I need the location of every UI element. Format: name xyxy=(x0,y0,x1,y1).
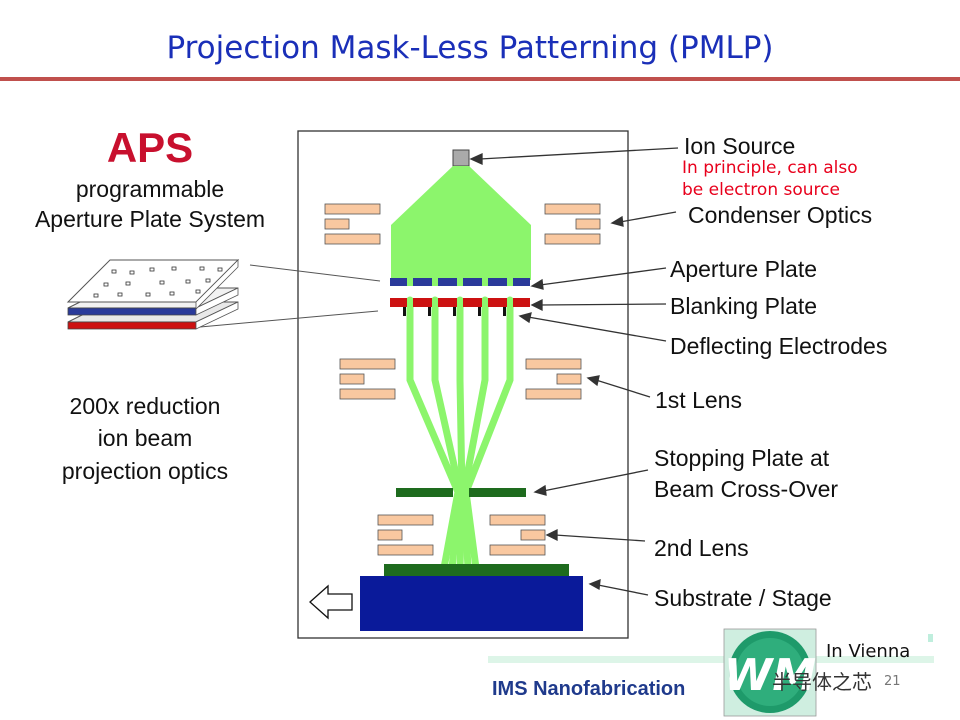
title-divider xyxy=(0,77,960,81)
reduction-line3: projection optics xyxy=(61,458,229,484)
watermark-text: 半导体之芯 xyxy=(772,670,872,694)
label-condenser: Condenser Optics xyxy=(688,202,873,228)
callout-arrows xyxy=(469,147,679,596)
aps-line2: Aperture Plate System xyxy=(34,206,266,232)
reduction-line1: 200x reduction xyxy=(69,393,221,419)
label-blanking: Blanking Plate xyxy=(670,293,818,319)
first-lens-coils xyxy=(339,358,582,400)
stage xyxy=(360,576,583,631)
substrate-layer xyxy=(384,564,569,576)
label-substrate: Substrate / Stage xyxy=(654,585,832,611)
label-ion-source: Ion Source xyxy=(684,133,796,159)
deflecting-electrodes xyxy=(403,307,506,316)
label-lens1: 1st Lens xyxy=(655,387,742,413)
company-name: IMS Nanofabrication xyxy=(492,678,686,700)
svg-text:WM: WM xyxy=(724,650,816,701)
beamlets xyxy=(406,296,514,572)
footer-band xyxy=(488,656,934,663)
aps-plate-illustration xyxy=(66,259,240,330)
label-stopping-2: Beam Cross-Over xyxy=(654,476,839,502)
aps-line1: programmable xyxy=(75,176,225,202)
condenser-beam xyxy=(391,166,531,280)
aps-heading: APS xyxy=(106,124,194,171)
location-text: In Vienna xyxy=(826,641,911,662)
page-number: 21 xyxy=(884,674,901,689)
condenser-coils xyxy=(324,203,601,245)
reduction-line2: ion beam xyxy=(97,425,193,451)
label-deflecting: Deflecting Electrodes xyxy=(670,333,888,359)
note-line2: be electron source xyxy=(682,180,840,200)
label-stopping-1: Stopping Plate at xyxy=(654,445,830,471)
left-arrow-icon xyxy=(309,584,353,620)
stopping-plate xyxy=(396,488,526,497)
label-lens2: 2nd Lens xyxy=(654,535,749,561)
page-title: Projection Mask-Less Patterning (PMLP) xyxy=(166,30,774,66)
note-line1: In principle, can also xyxy=(682,158,858,178)
ion-source xyxy=(452,149,470,167)
ims-logo-icon: WM xyxy=(723,628,817,717)
second-lens-coils xyxy=(377,514,546,556)
label-aperture: Aperture Plate xyxy=(670,256,818,282)
